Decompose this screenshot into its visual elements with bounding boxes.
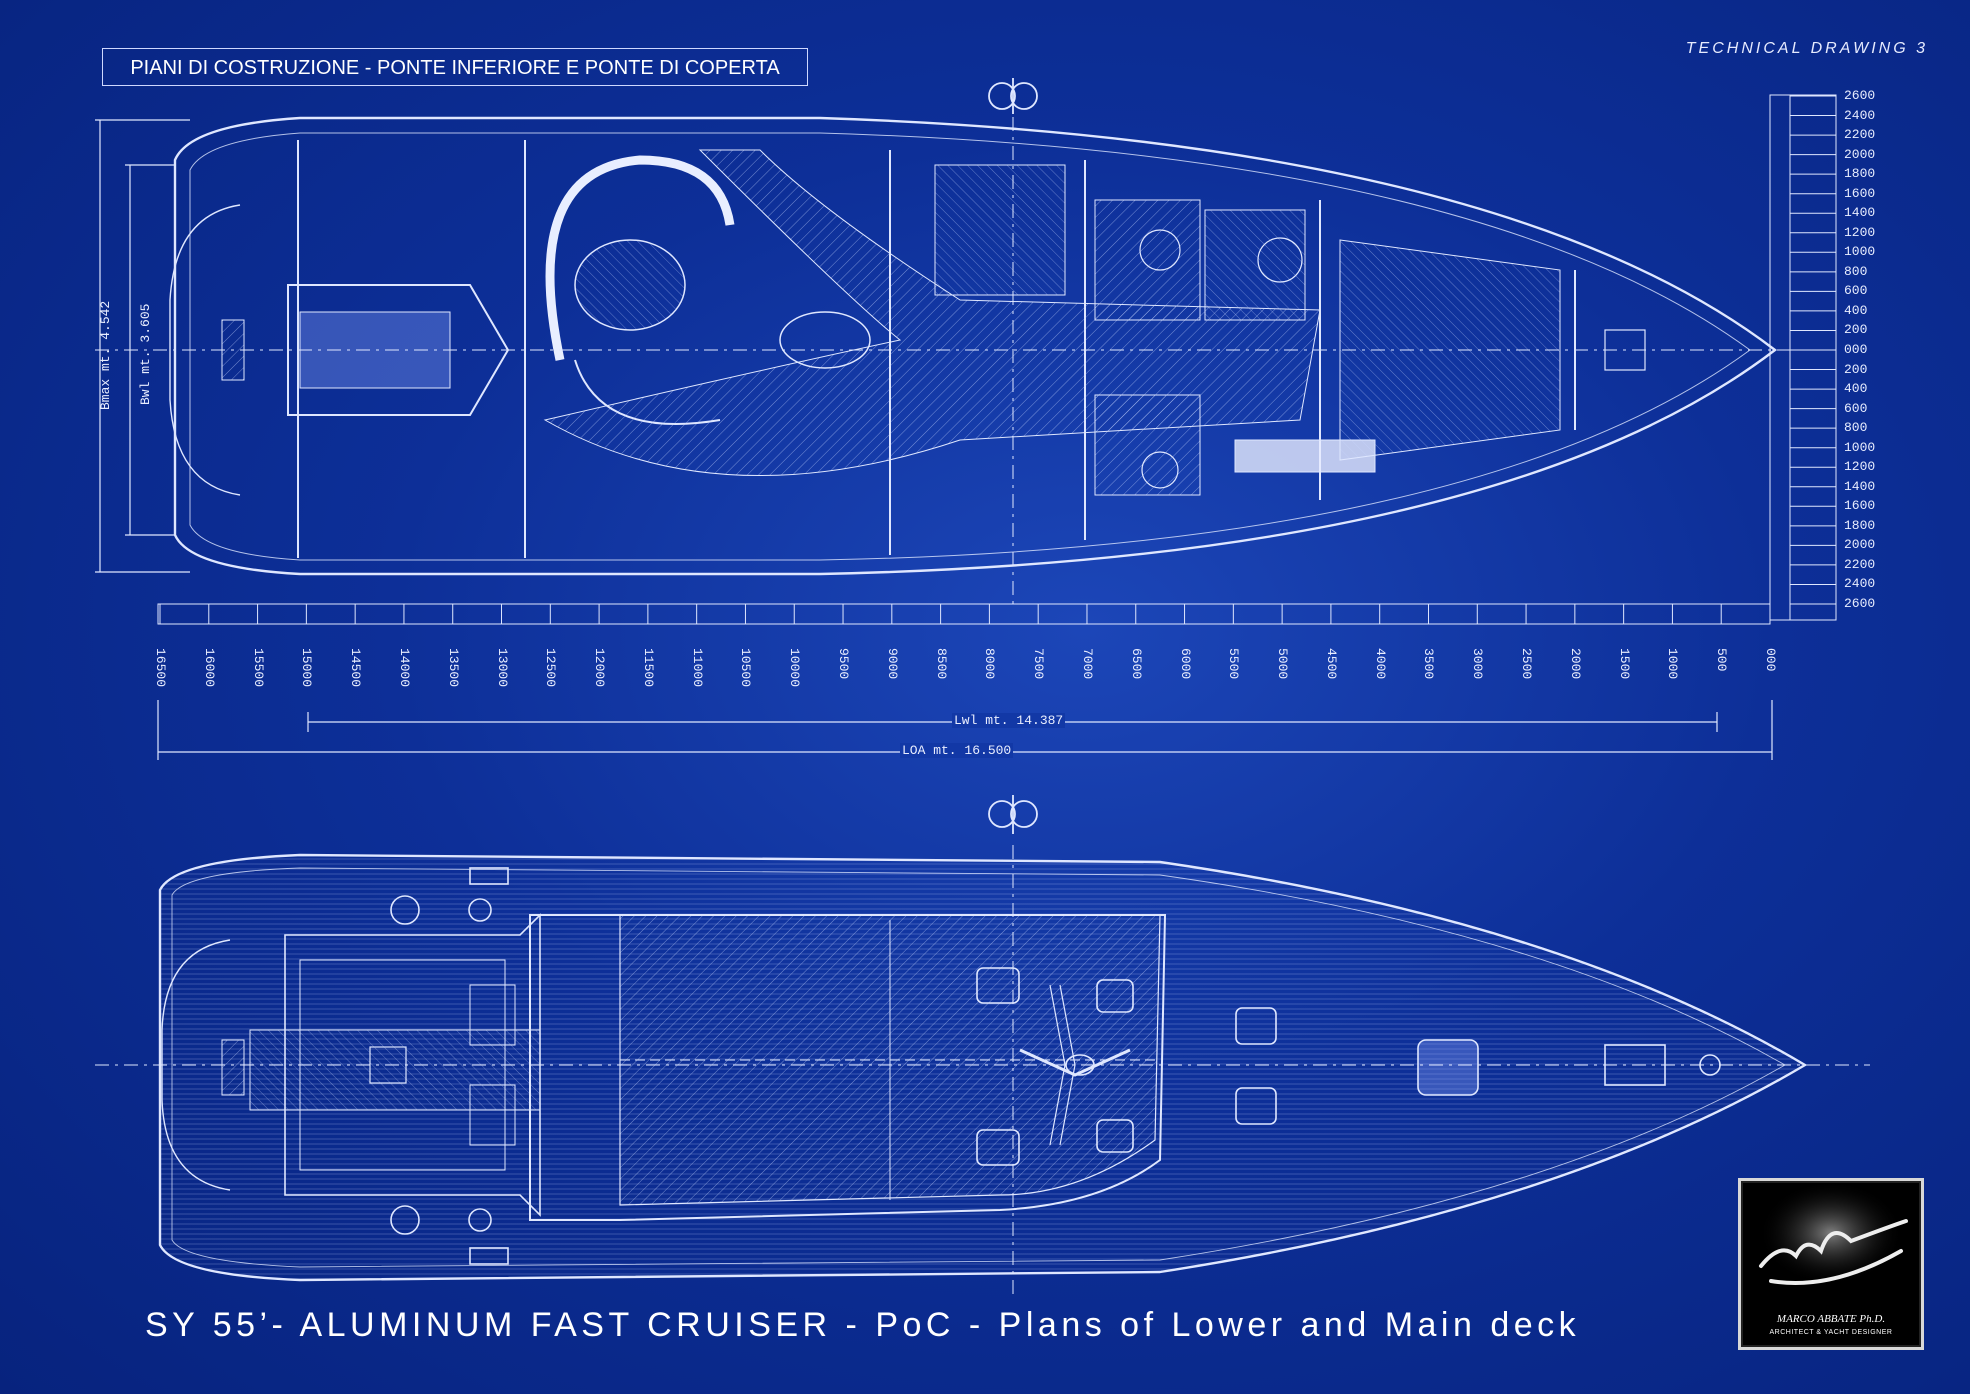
signature-icon xyxy=(1741,1181,1921,1311)
logo-name: MARCO ABBATE Ph.D. xyxy=(1776,1313,1886,1325)
bottom-scale-tick-label: 6000 xyxy=(1177,648,1193,680)
right-scale-tick-label: 1600 xyxy=(1844,185,1876,201)
lwl-label: Lwl mt. 14.387 xyxy=(952,713,1066,728)
bottom-scale-tick-label: 8000 xyxy=(982,648,998,680)
right-scale-tick-label: 1200 xyxy=(1844,224,1876,240)
bottom-scale-tick-label: 500 xyxy=(1714,648,1730,672)
right-scale-tick-label: 1800 xyxy=(1844,517,1876,533)
bwl-label: Bwl mt. 3.605 xyxy=(138,303,153,405)
bottom-scale-tick-label: 1500 xyxy=(1616,648,1632,680)
midship-symbols xyxy=(988,78,1038,834)
bottom-scale-tick-label: 000 xyxy=(1763,648,1778,672)
right-scale-tick-label: 1400 xyxy=(1844,205,1876,221)
right-scale xyxy=(1769,94,1837,621)
lower-deck-plan xyxy=(95,88,1790,610)
right-scale-tick-label: 1000 xyxy=(1844,244,1876,260)
designer-logo: MARCO ABBATE Ph.D. ARCHITECT & YACHT DES… xyxy=(1738,1178,1924,1350)
right-scale-tick-label: 1400 xyxy=(1844,478,1876,494)
bottom-scale-tick-label: 11500 xyxy=(640,648,656,688)
bottom-scale-tick-label: 9500 xyxy=(836,648,852,680)
footer-caption: SY 55’- ALUMINUM FAST CRUISER - PoC - Pl… xyxy=(145,1306,1581,1344)
bottom-scale-tick-label: 16500 xyxy=(153,648,168,688)
right-scale-tick-label: 400 xyxy=(1844,302,1868,318)
right-scale-tick-label: 800 xyxy=(1844,263,1868,279)
beam-dimension-lines xyxy=(95,119,190,573)
bottom-scale-tick-label: 1000 xyxy=(1665,648,1681,680)
right-scale-tick-label: 000 xyxy=(1844,342,1868,357)
bottom-scale-tick-label: 8500 xyxy=(933,648,949,680)
bottom-scale-tick-label: 14000 xyxy=(396,648,412,688)
right-scale-tick-label: 1800 xyxy=(1844,166,1876,182)
bmax-label: Bmax mt. 4.542 xyxy=(98,300,113,410)
sheet-label: TECHNICAL DRAWING 3 xyxy=(1685,40,1928,57)
bottom-scale-tick-label: 15000 xyxy=(299,648,315,688)
right-scale-tick-label: 2400 xyxy=(1844,576,1876,592)
right-scale-tick-label: 400 xyxy=(1844,381,1868,397)
bottom-scale-tick-label: 3500 xyxy=(1421,648,1437,680)
loa-label: LOA mt. 16.500 xyxy=(900,743,1014,758)
bottom-scale-tick-label: 4000 xyxy=(1372,648,1388,680)
drawing-title: PIANI DI COSTRUZIONE - PONTE INFERIORE E… xyxy=(102,48,808,86)
bottom-scale-tick-label: 6500 xyxy=(1128,648,1144,680)
bottom-scale-tick-label: 7500 xyxy=(1031,648,1047,680)
right-scale-tick-label: 2600 xyxy=(1844,88,1876,103)
bottom-scale-tick-label: 10000 xyxy=(787,648,803,688)
right-scale-tick-label: 2200 xyxy=(1844,556,1876,572)
right-scale-tick-label: 2200 xyxy=(1844,127,1876,143)
right-scale-tick-label: 600 xyxy=(1844,283,1868,299)
bottom-scale-tick-label: 15500 xyxy=(250,648,266,688)
bottom-scale xyxy=(157,603,1771,625)
lower-hull-outline xyxy=(173,116,1777,576)
main-deck-plan xyxy=(95,845,1870,1300)
bottom-scale-tick-label: 5000 xyxy=(1275,648,1291,680)
bottom-scale-tick-label: 16000 xyxy=(201,648,217,688)
bottom-scale-tick-label: 2000 xyxy=(1567,648,1583,680)
right-scale-tick-label: 200 xyxy=(1844,322,1868,338)
coachroof-outline xyxy=(529,914,1167,1221)
right-scale-tick-label: 2400 xyxy=(1844,107,1876,123)
bottom-scale-tick-label: 11000 xyxy=(689,648,705,688)
right-scale-tick-label: 200 xyxy=(1844,361,1868,377)
right-scale-tick-label: 2000 xyxy=(1844,537,1876,553)
bottom-scale-tick-label: 7000 xyxy=(1079,648,1095,680)
bottom-scale-tick-label: 12500 xyxy=(543,648,559,688)
right-scale-tick-label: 800 xyxy=(1844,420,1868,436)
bottom-scale-tick-label: 14500 xyxy=(348,648,364,688)
bottom-scale-tick-label: 4500 xyxy=(1323,648,1339,680)
bottom-scale-tick-label: 3000 xyxy=(1470,648,1486,680)
bottom-scale-tick-label: 2500 xyxy=(1519,648,1535,680)
bottom-scale-tick-label: 10500 xyxy=(738,648,754,688)
bottom-scale-tick-label: 13000 xyxy=(494,648,510,688)
right-scale-tick-label: 1600 xyxy=(1844,498,1876,514)
logo-subtitle: ARCHITECT & YACHT DESIGNER xyxy=(1769,1329,1893,1336)
bottom-scale-tick-label: 9000 xyxy=(884,648,900,680)
bottom-scale-tick-label: 13500 xyxy=(445,648,461,688)
right-scale-tick-label: 2600 xyxy=(1844,596,1876,611)
right-scale-tick-label: 1200 xyxy=(1844,459,1876,475)
right-scale-tick-label: 2000 xyxy=(1844,146,1876,162)
right-scale-tick-label: 1000 xyxy=(1844,439,1876,455)
bottom-scale-tick-label: 5500 xyxy=(1226,648,1242,680)
right-scale-tick-label: 600 xyxy=(1844,400,1868,416)
bottom-scale-tick-label: 12000 xyxy=(592,648,608,688)
